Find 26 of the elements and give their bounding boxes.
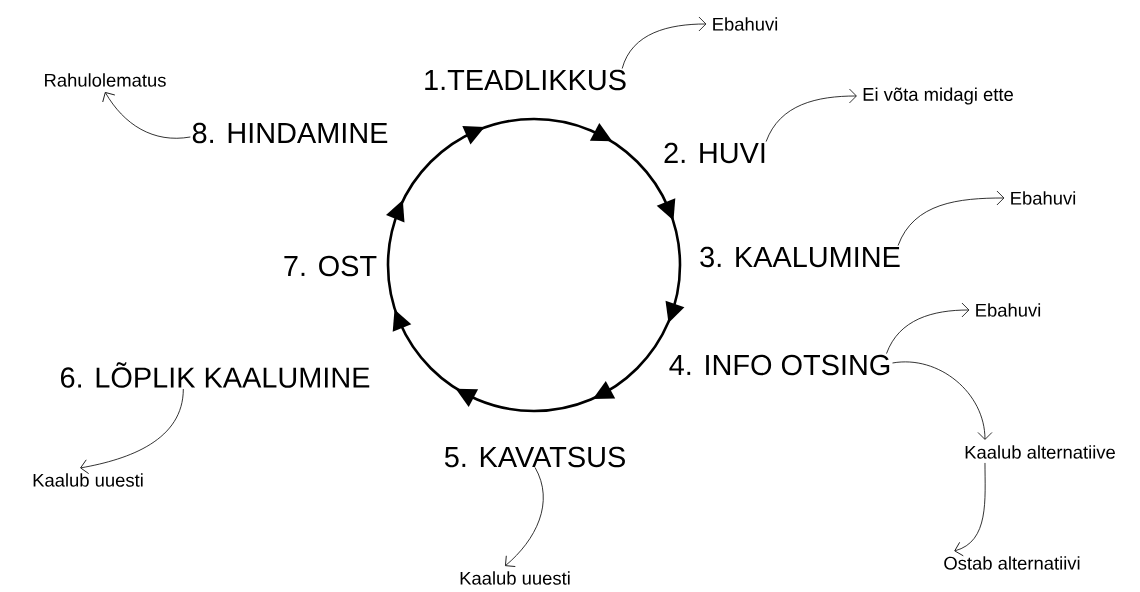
- outcome-label: Rahulolematus: [45, 73, 166, 87]
- outcome-label: Kaalub uuesti: [460, 571, 570, 585]
- outcome-label: Ebahuvi: [1011, 191, 1076, 205]
- curved-arrow: [505, 467, 544, 567]
- curved-arrow: [954, 462, 986, 557]
- outcome-label: Ebahuvi: [713, 17, 778, 31]
- stage-label: 6. LÕPLIK KAALUMINE: [61, 362, 370, 388]
- stage-label: 4. INFO OTSING: [669, 354, 890, 376]
- outcome-label: Ostab alternatiivi: [944, 556, 1080, 570]
- curved-arrow: [886, 302, 970, 354]
- stage-label: 7. OST: [284, 255, 377, 277]
- stage-label: 3. KAALUMINE: [700, 246, 900, 268]
- outcome-label: Ebahuvi: [976, 303, 1041, 317]
- curved-arrow: [765, 88, 857, 142]
- stage-label: 1.TEADLIKKUS: [425, 69, 626, 91]
- stage-label: 2. HUVI: [664, 142, 765, 164]
- outcome-label: Kaalub alternatiive: [965, 445, 1115, 459]
- stage-label: 5. KAVATSUS: [444, 446, 625, 468]
- curved-arrow: [80, 388, 184, 474]
- curved-arrow: [892, 361, 993, 440]
- curved-arrow: [102, 92, 191, 139]
- outcome-label: Kaalub uuesti: [33, 473, 143, 487]
- curved-arrow: [897, 190, 1005, 246]
- curved-arrow: [621, 16, 707, 69]
- outcome-label: Ei võta midagi ette: [863, 87, 1013, 105]
- stage-label: 8. HINDAMINE: [192, 122, 388, 144]
